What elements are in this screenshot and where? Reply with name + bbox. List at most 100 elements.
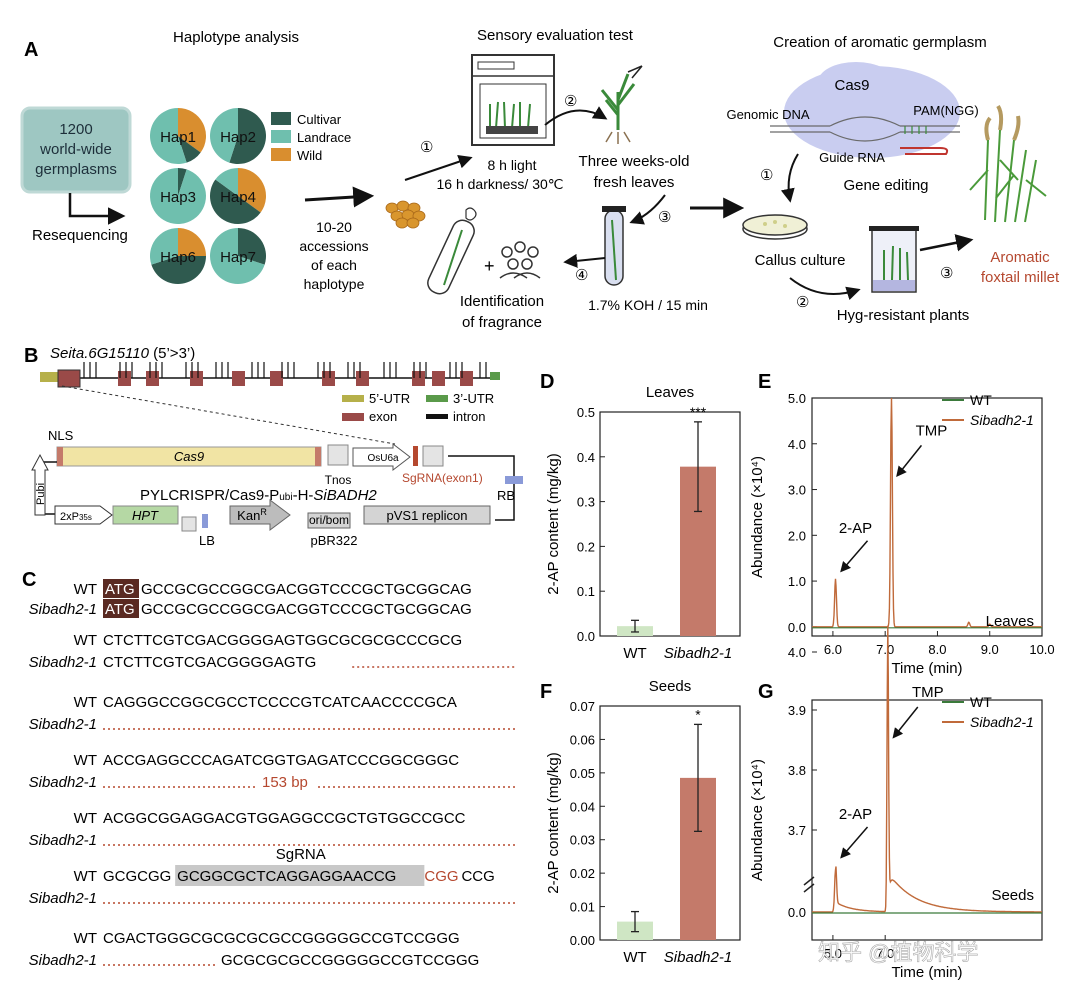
series-mutant-line (812, 397, 1042, 628)
mutant-label: Sibadh2-1 (29, 890, 97, 907)
significance-mark: * (695, 706, 701, 722)
pie-slice-cultivar (238, 228, 266, 265)
pie-slice-cultivar (151, 256, 206, 284)
significance-mark: *** (690, 404, 707, 420)
dna-strands (770, 116, 960, 155)
y-tick-label: 0.05 (570, 766, 595, 781)
step-2-creation: ② (796, 294, 809, 311)
pam-sequence: CGG (424, 868, 458, 885)
sgrna-highlight (175, 865, 425, 886)
germplasm-line-3: germplasms (35, 161, 117, 178)
accessions-4: haplotype (304, 276, 365, 292)
mutant-label: Sibadh2-1 (29, 716, 97, 733)
step-4-sensory: ④ (575, 267, 588, 284)
pie-label: Hap7 (220, 249, 256, 266)
pie-slice-landrace (150, 108, 187, 164)
step-1-creation: ① (760, 167, 773, 184)
mutant-label: Sibadh2-1 (29, 952, 97, 969)
y-axis-label: 2-AP content (mg/kg) (545, 453, 562, 594)
haplotype-legend: Cultivar Landrace Wild (271, 112, 351, 163)
guide-rna-label: Guide RNA (819, 150, 885, 165)
sgrna-sequence: GCGGCGCTCAGGAGGAACCG (177, 868, 396, 885)
arrow-to-aromatic (919, 234, 974, 252)
exon (460, 371, 473, 386)
y-axis-label: Abundance (×10⁴) (749, 456, 766, 578)
step-3-sensory: ③ (658, 209, 671, 226)
germplasm-line-1: 1200 (59, 121, 92, 138)
y-tick-label: 5.0 (788, 391, 806, 406)
chart-title: Seeds (649, 678, 692, 695)
bar-chart-seeds: Seeds0.000.010.020.030.040.050.060.072-A… (545, 678, 741, 966)
y-tick-label: 3.9 (788, 703, 806, 718)
growth-chamber-icon (471, 54, 555, 146)
x-tick-label: 9.0 (981, 642, 999, 657)
y-tick-label: 0.02 (570, 866, 595, 881)
gene-model (40, 362, 500, 388)
arrow-to-hyg (789, 277, 861, 301)
wt-label: WT (74, 930, 97, 947)
millet-plants-icon (969, 104, 1047, 223)
rb-label: RB (497, 488, 515, 503)
legend-utr5: 5’-UTR (369, 391, 410, 406)
nls-label: NLS (48, 428, 74, 443)
pie-slice-landrace (209, 228, 265, 284)
chart-title: Leaves (646, 384, 694, 401)
ori-label: ori/bom (309, 513, 349, 527)
pubi-label: Pubi (35, 483, 47, 505)
accessions-3: of each (311, 257, 357, 273)
aromatic-label-1: Aromatic (990, 249, 1050, 266)
haplotype-title: Haplotype analysis (173, 29, 299, 46)
arrow-to-chamber (404, 154, 473, 181)
exon-1 (57, 369, 81, 388)
sensory-title: Sensory evaluation test (477, 27, 634, 44)
legend-wt: WT (970, 392, 992, 408)
mutant-label: Sibadh2-1 (29, 601, 97, 618)
pie-slice-wild (178, 107, 207, 153)
exon (356, 371, 369, 386)
legend-mutant: Sibadh2-1 (970, 714, 1034, 730)
deletion-size: 153 bp (262, 774, 308, 791)
germplasm-line-2: world-wide (39, 141, 112, 158)
wt-label: WT (74, 694, 97, 711)
sgrna-title: SgRNA (276, 846, 326, 863)
arrow-to-identification (563, 253, 606, 268)
hpt-label: HPT (132, 508, 159, 523)
wt-label: WT (74, 810, 97, 827)
seeds-icon (385, 200, 426, 229)
hyg-beaker-icon (869, 226, 919, 293)
mutant-sequence: CTCTTCGTCGACGGGGAGTG (103, 654, 316, 671)
y-tick-label: 4.0 (788, 645, 806, 660)
y-tick-label: 0.01 (570, 900, 595, 915)
legend-swatch-landrace (271, 130, 291, 143)
pam-label: PAM(NGG) (913, 103, 978, 118)
identification-2: of fragrance (462, 314, 542, 331)
resequencing-arrow (68, 193, 126, 225)
x-tick-label: 7.0 (876, 642, 894, 657)
koh-tube-icon (602, 206, 626, 286)
pie-label: Hap1 (160, 129, 196, 146)
y-tick-label: 2.0 (788, 528, 806, 543)
leaves-label-1: Three weeks-old (579, 153, 690, 170)
legend-cultivar: Cultivar (297, 112, 342, 127)
plot-frame (599, 411, 741, 637)
wt-label: WT (74, 752, 97, 769)
legend-exon: exon (369, 409, 397, 424)
legend-wild: Wild (297, 148, 322, 163)
leaves-label-2: fresh leaves (594, 174, 675, 191)
legend-utr3: 3’-UTR (453, 391, 494, 406)
mutant-label: Sibadh2-1 (29, 832, 97, 849)
x-tick-label: Sibadh2-1 (664, 949, 732, 966)
y-tick-label: 0.5 (577, 405, 595, 420)
accessions-2: accessions (299, 238, 368, 254)
y-tick-label: 0.03 (570, 833, 595, 848)
plant-icon (600, 65, 643, 144)
legend-wt: WT (970, 694, 992, 710)
panel-people-icon (499, 241, 541, 279)
exon (232, 371, 245, 386)
start-codon-box (103, 579, 139, 598)
exon (432, 371, 445, 386)
gene-title: Seita.6G15110 (5’>3’) (50, 345, 195, 362)
x-tick-label: 10.0 (1029, 642, 1054, 657)
